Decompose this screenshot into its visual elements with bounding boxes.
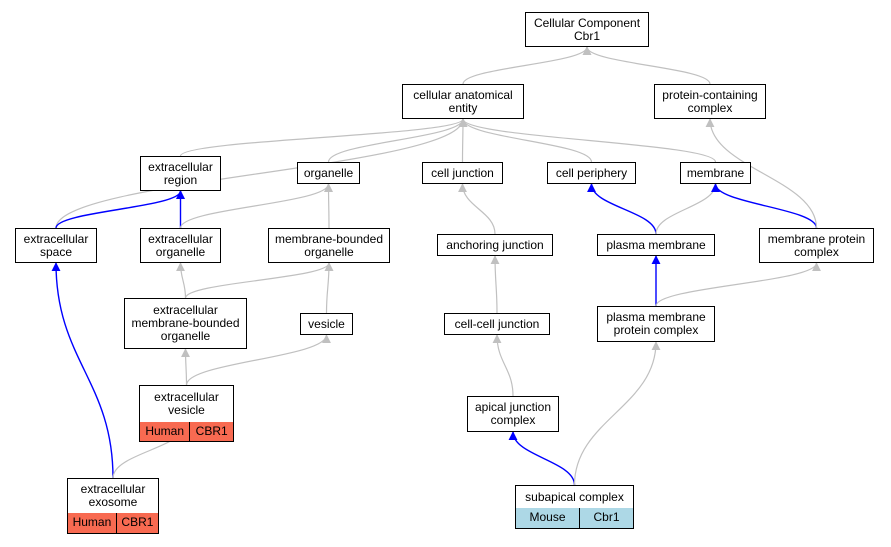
is-a-edge-protein-containing-complex-to-root xyxy=(582,46,711,85)
is-a-edge-extracellular-organelle-to-organelle xyxy=(179,183,333,229)
badge-species-label: Human xyxy=(145,424,185,438)
part-of-edge-plasma-membrane-to-cell-periphery xyxy=(587,183,657,235)
is-a-edge-extracellular-membrane-bounded-organelle-to-membrane-bounded-organelle xyxy=(184,262,334,299)
part-of-edge-extracellular-space-to-extracellular-region xyxy=(55,190,185,229)
node-extracellular-organelle[interactable]: extracellular organelle xyxy=(140,228,221,263)
node-plasma-membrane-protein-complex[interactable]: plasma membrane protein complex xyxy=(597,306,715,342)
node-vesicle[interactable]: vesicle xyxy=(300,313,353,335)
node-protein-containing-complex[interactable]: protein-containing complex xyxy=(654,84,766,119)
node-apical-junction-complex[interactable]: apical junction complex xyxy=(467,396,559,432)
part-of-edge-subapical-complex-to-apical-junction-complex xyxy=(508,431,576,486)
node-cellular-anatomical-entity[interactable]: cellular anatomical entity xyxy=(402,84,524,119)
is-a-edge-membrane-bounded-organelle-to-organelle xyxy=(324,183,334,229)
node-membrane[interactable]: membrane xyxy=(680,162,751,184)
is-a-edge-cell-periphery-to-cellular-anatomical-entity xyxy=(458,118,593,163)
species-badge-subapical-complex: Mouse Cbr1 xyxy=(515,508,634,529)
part-of-edge-extracellular-exosome-to-extracellular-space xyxy=(51,262,114,479)
badge-species-label: Mouse xyxy=(529,510,566,524)
badge-gene-label: Cbr1 xyxy=(579,508,633,528)
node-cell-junction[interactable]: cell junction xyxy=(422,162,503,184)
node-membrane-protein-complex[interactable]: membrane protein complex xyxy=(759,228,874,263)
is-a-edge-apical-junction-complex-to-cell-cell-junction xyxy=(492,334,514,397)
node-plasma-membrane[interactable]: plasma membrane xyxy=(597,234,715,256)
is-a-edge-subapical-complex-to-plasma-membrane-protein-complex xyxy=(573,341,661,486)
node-extracellular-exosome[interactable]: extracellular exosome xyxy=(67,478,159,514)
is-a-edge-anchoring-junction-to-cell-junction xyxy=(458,183,496,235)
part-of-edge-membrane-protein-complex-to-membrane xyxy=(711,183,818,229)
is-a-edge-extracellular-vesicle-to-vesicle xyxy=(185,334,331,386)
species-badge-extracellular-exosome: Human CBR1 xyxy=(67,513,159,534)
is-a-edge-plasma-membrane-to-membrane xyxy=(655,183,720,235)
is-a-edge-cell-junction-to-cellular-anatomical-entity xyxy=(458,118,468,163)
node-membrane-bounded-organelle[interactable]: membrane-bounded organelle xyxy=(268,228,390,263)
is-a-edge-cellular-anatomical-entity-to-root xyxy=(462,46,592,85)
is-a-edge-vesicle-to-membrane-bounded-organelle xyxy=(324,262,334,314)
badge-gene-label: CBR1 xyxy=(189,422,233,441)
node-extracellular-membrane-bounded-organelle[interactable]: extracellular membrane-bounded organelle xyxy=(124,298,247,349)
is-a-edge-extracellular-region-to-cellular-anatomical-entity xyxy=(179,118,468,157)
is-a-edge-membrane-to-cellular-anatomical-entity xyxy=(458,118,717,163)
node-cell-cell-junction[interactable]: cell-cell junction xyxy=(444,313,550,335)
node-organelle[interactable]: organelle xyxy=(297,162,360,184)
is-a-edge-organelle-to-cellular-anatomical-entity xyxy=(327,118,468,163)
node-extracellular-space[interactable]: extracellular space xyxy=(15,228,97,263)
node-subapical-complex[interactable]: subapical complex xyxy=(515,485,634,509)
is-a-edge-plasma-membrane-protein-complex-to-membrane-protein-complex xyxy=(655,262,821,307)
node-root[interactable]: Cellular Component Cbr1 xyxy=(525,12,649,47)
is-a-edge-membrane-protein-complex-to-protein-containing-complex xyxy=(705,118,818,229)
badge-gene-label: CBR1 xyxy=(115,513,158,533)
node-anchoring-junction[interactable]: anchoring junction xyxy=(437,234,553,256)
node-extracellular-vesicle[interactable]: extracellular vesicle xyxy=(139,385,234,423)
species-badge-extracellular-vesicle: Human CBR1 xyxy=(139,422,234,442)
node-extracellular-region[interactable]: extracellular region xyxy=(140,156,221,191)
is-a-edge-extracellular-space-to-cellular-anatomical-entity xyxy=(55,118,468,229)
is-a-edge-cell-cell-junction-to-anchoring-junction xyxy=(490,255,500,314)
node-cell-periphery[interactable]: cell periphery xyxy=(547,162,636,184)
is-a-edge-extracellular-membrane-bounded-organelle-to-extracellular-organelle xyxy=(176,262,187,299)
badge-species-label: Human xyxy=(72,515,112,529)
is-a-edge-extracellular-vesicle-to-extracellular-membrane-bounded-organelle xyxy=(181,348,191,386)
